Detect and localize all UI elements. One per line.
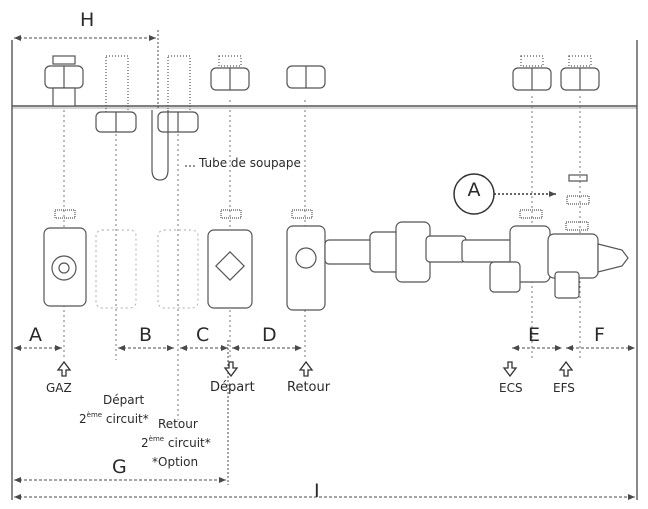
label-ecs: ECS	[499, 381, 523, 395]
detail-marker-letter: A	[467, 179, 481, 201]
dim-label-i: I	[314, 480, 320, 502]
dim-label-h: H	[80, 9, 95, 31]
label-option: *Option	[152, 455, 199, 469]
label-depart-2-line1: Départ	[103, 393, 145, 407]
dimension-line-g	[14, 340, 229, 485]
label-retour: Retour	[287, 380, 331, 395]
dim-label-b: B	[139, 324, 153, 346]
flow-arrows	[56, 360, 574, 378]
label-retour-2-line2: 2ème circuit*	[141, 435, 211, 450]
label-gaz: GAZ	[46, 381, 72, 395]
label-retour-2-line1: Retour	[158, 417, 198, 431]
label-tube-soupape: Tube de soupape	[199, 156, 301, 170]
detail-marker-a	[453, 173, 556, 215]
dim-label-e: E	[528, 324, 541, 346]
hydraulic-assembly	[324, 174, 629, 299]
dim-label-d: D	[262, 324, 277, 346]
lower-valves	[43, 209, 326, 311]
dim-label-g: G	[112, 456, 127, 478]
label-depart: Départ	[210, 380, 255, 395]
label-efs: EFS	[553, 381, 575, 395]
dimension-line-h	[14, 30, 159, 108]
dim-label-c: C	[196, 324, 210, 346]
top-connection-nuts	[44, 55, 600, 133]
boiler-base-outline	[11, 40, 638, 500]
dim-label-f: F	[594, 324, 605, 346]
dim-label-a: A	[29, 324, 42, 346]
relief-valve-tube	[151, 110, 196, 181]
label-depart-2-line2: 2ème circuit*	[79, 411, 149, 426]
